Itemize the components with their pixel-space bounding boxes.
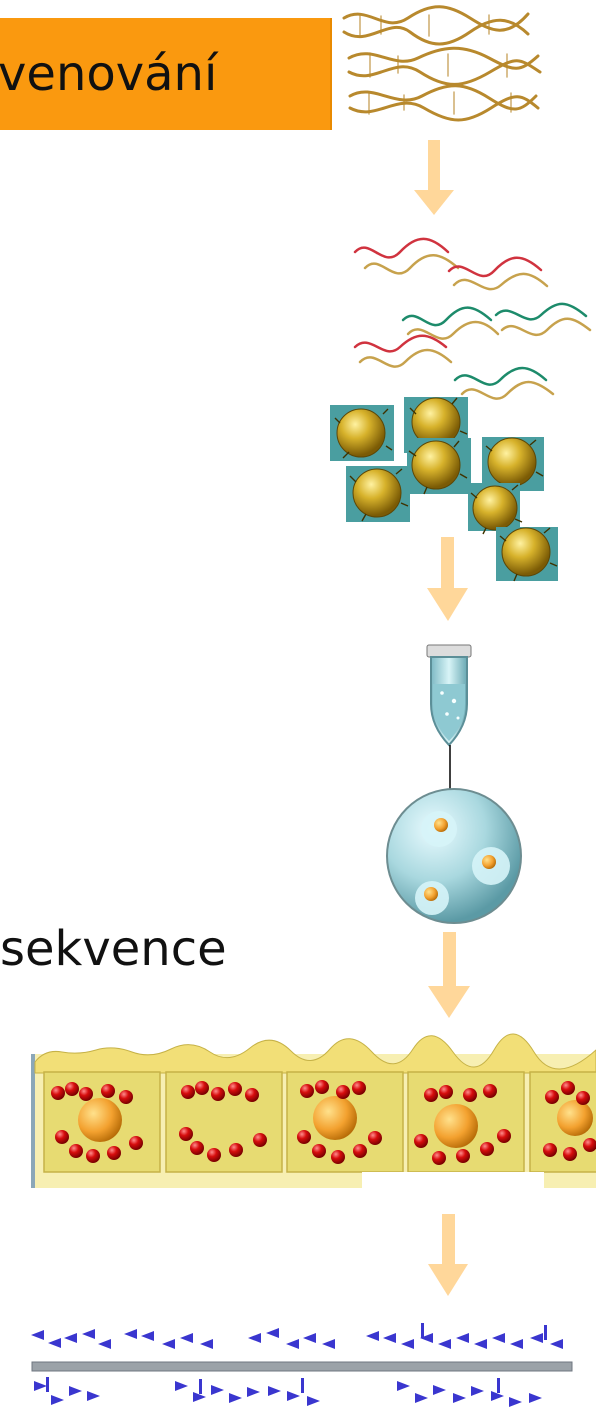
- capture-bead-icon: [330, 397, 558, 582]
- flow-arrow-icon: [428, 932, 470, 1018]
- flow-arrow-icon: [428, 1214, 468, 1296]
- picotiter-plate-icon: [31, 1033, 596, 1188]
- title-banner: venování: [0, 18, 332, 130]
- flow-arrow-icon: [414, 140, 454, 215]
- dna-helix-icon: [342, 5, 542, 122]
- sequencing-strand: [31, 1361, 573, 1372]
- step-label-fragment: sekvence: [0, 921, 227, 977]
- dna-fragments-icon: [353, 237, 592, 400]
- flow-arrow-icon: [427, 537, 468, 621]
- tube-icon: [426, 644, 472, 808]
- emulsion-droplet-icon: [386, 788, 522, 924]
- sequencing-arrow-icon: [31, 1323, 563, 1407]
- title-fragment: venování: [0, 46, 218, 102]
